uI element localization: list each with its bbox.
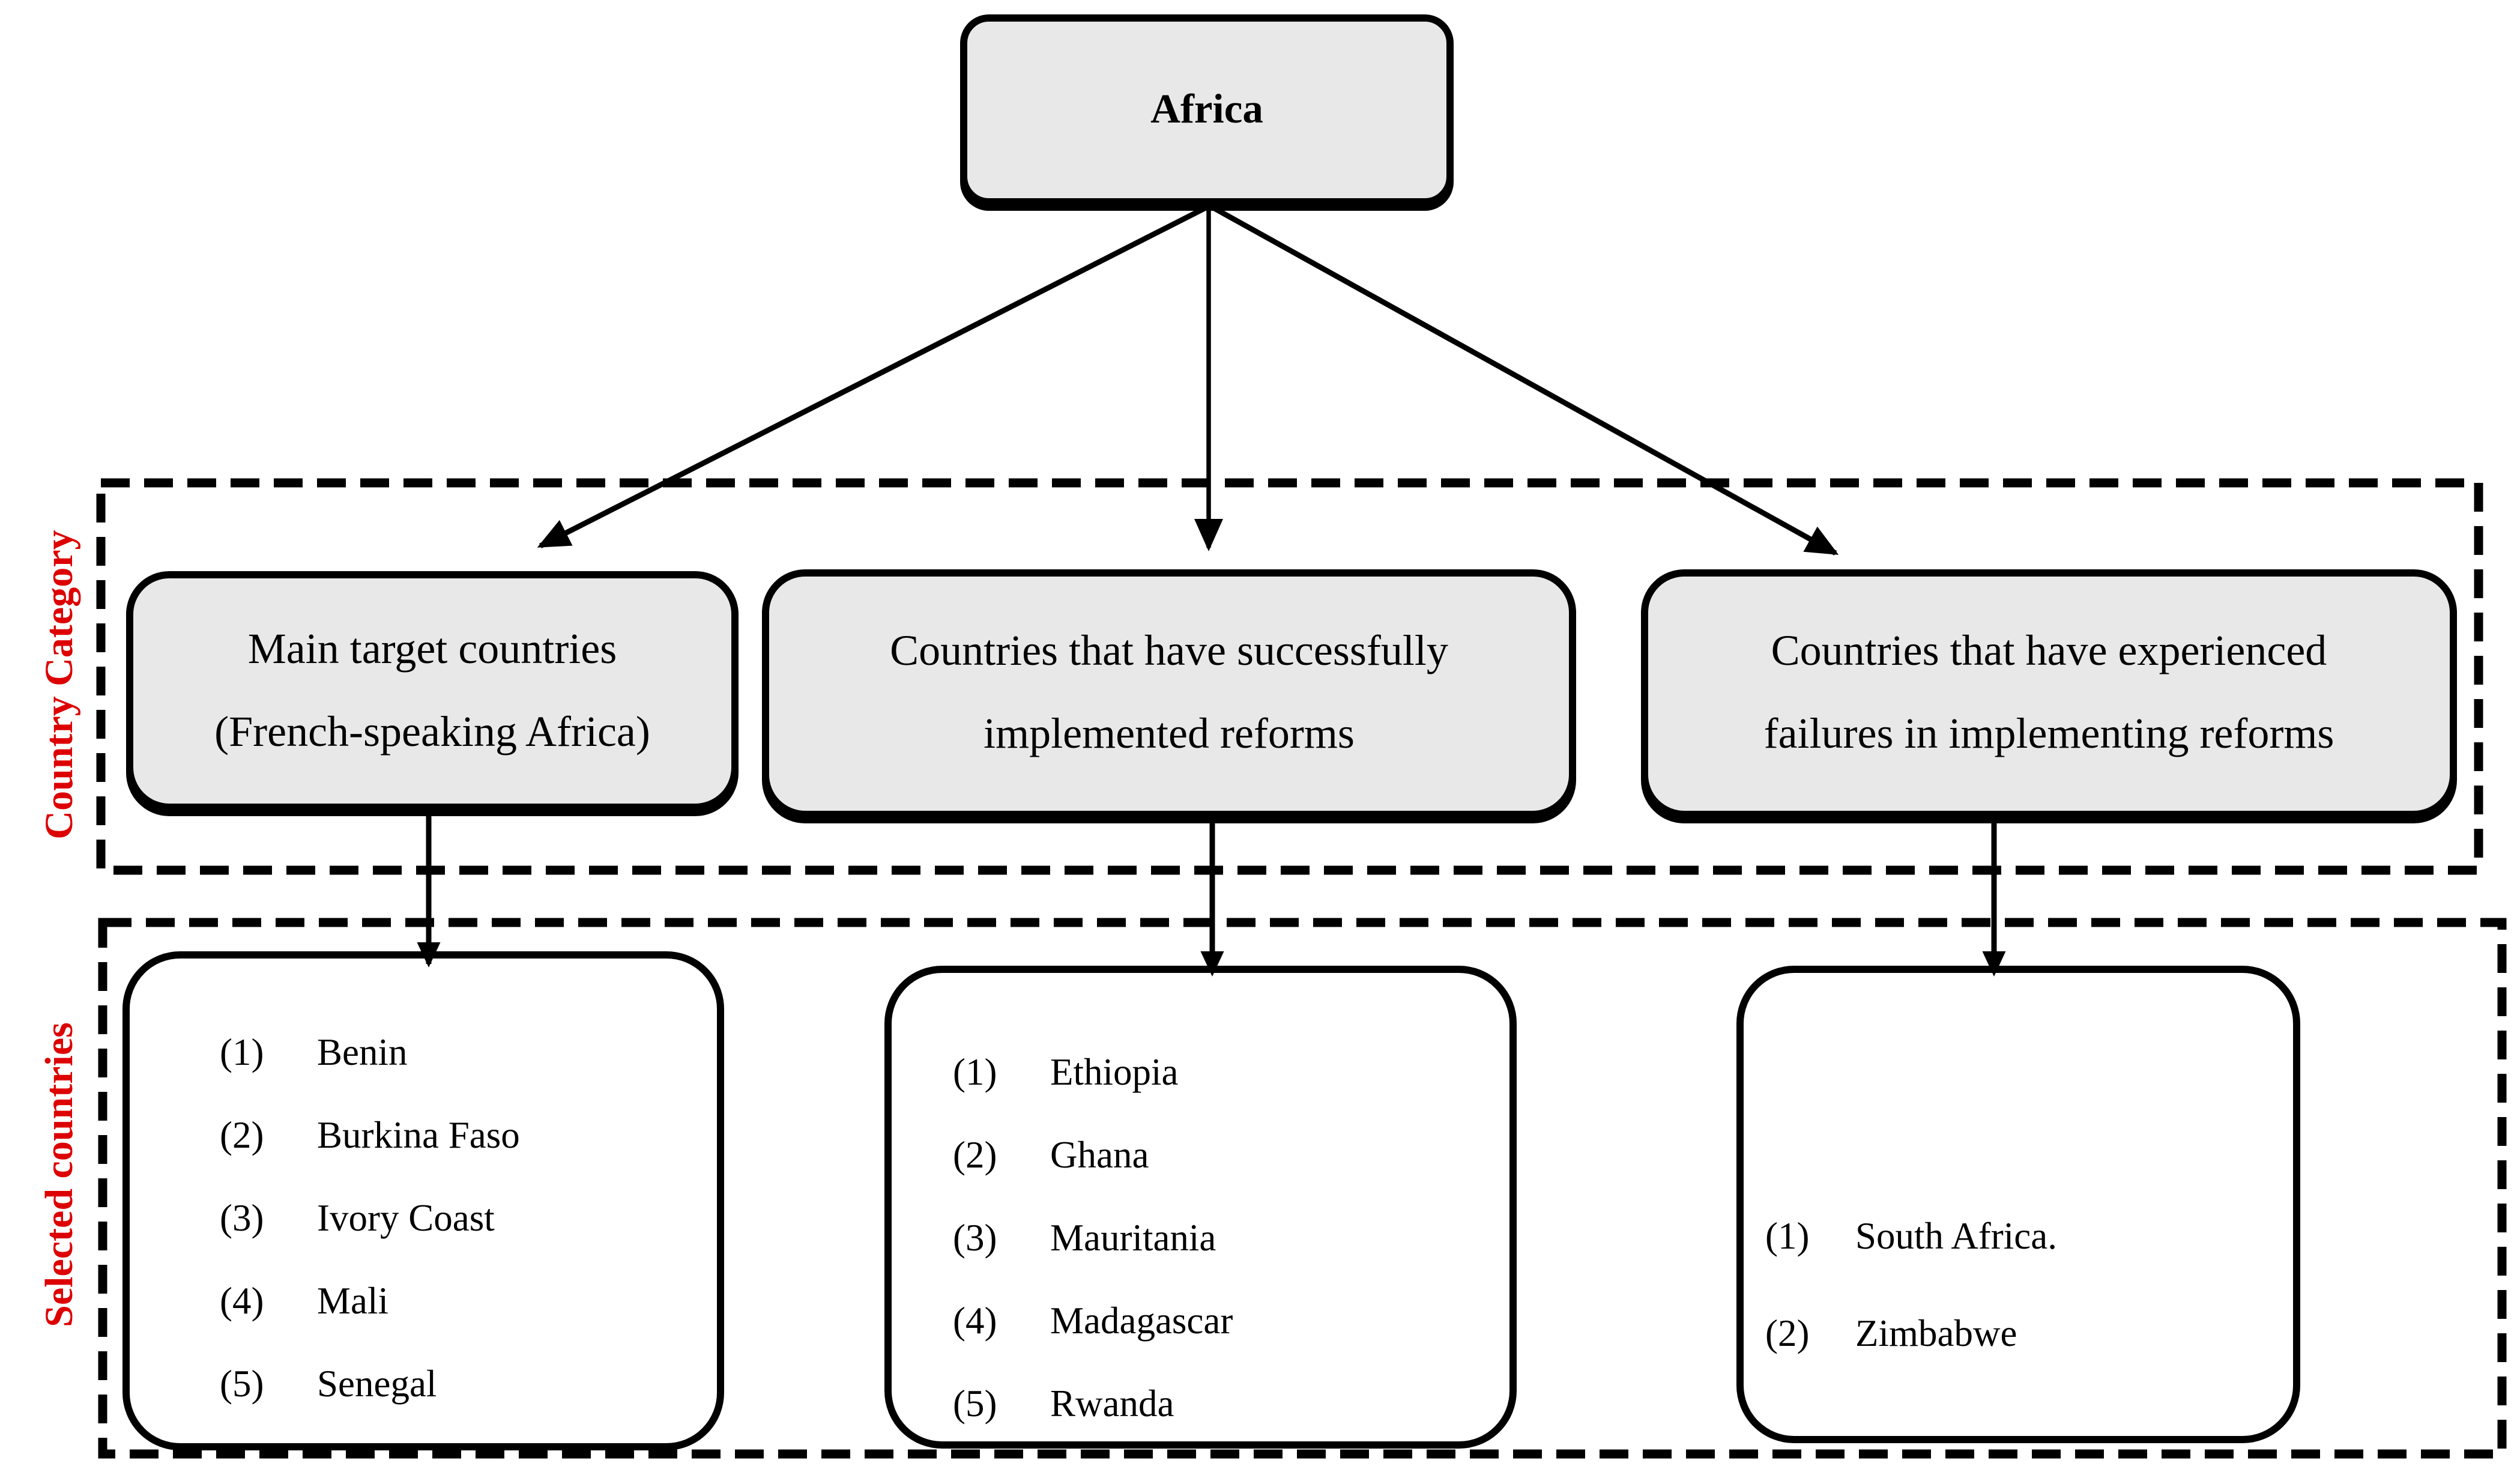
arrow-africa-to-failure <box>1210 205 1839 556</box>
list-item: (2) Zimbabwe <box>1765 1285 2293 1382</box>
item-number: (2) <box>953 1133 997 1177</box>
item-number: (2) <box>1765 1312 1810 1355</box>
category-node-failed-reforms: Countries that have experienced failures… <box>1641 569 2457 818</box>
item-name: South Africa. <box>1855 1214 2057 1258</box>
category-line1: Countries that have experienced <box>1771 629 2327 676</box>
list-item: (5) Senegal <box>220 1342 717 1425</box>
category-line2: implemented reforms <box>984 712 1355 759</box>
item-number: (3) <box>953 1216 997 1259</box>
item-name: Mauritania <box>1050 1216 1216 1259</box>
item-number: (1) <box>953 1050 997 1094</box>
list-item: (1) South Africa. <box>1765 1187 2293 1285</box>
item-number: (3) <box>220 1196 264 1240</box>
item-name: Senegal <box>317 1362 437 1405</box>
item-name: Ethiopia <box>1050 1050 1179 1094</box>
item-name: Madagascar <box>1050 1299 1233 1342</box>
list-item: (1) Benin <box>220 1011 717 1094</box>
arrow-africa-to-main <box>537 204 1209 549</box>
item-name: Rwanda <box>1050 1382 1174 1425</box>
category-line1: Main target countries <box>247 626 617 673</box>
category-node-main-target: Main target countries (French-speaking A… <box>126 571 739 811</box>
list-item: (3) Mauritania <box>953 1196 1509 1279</box>
item-number: (1) <box>220 1031 264 1074</box>
list-item: (4) Madagascar <box>953 1279 1509 1362</box>
item-number: (2) <box>220 1113 264 1157</box>
item-number: (5) <box>953 1382 997 1425</box>
item-number: (4) <box>220 1279 264 1322</box>
item-name: Ghana <box>1050 1133 1149 1177</box>
list-item: (5) Rwanda <box>953 1362 1509 1445</box>
list-item: (2) Burkina Faso <box>220 1094 717 1177</box>
list-node-successful-reforms: (1) Ethiopia (2) Ghana (3) Mauritania (4) Ma… <box>884 966 1517 1449</box>
category-node-successful-reforms: Countries that have successfully impleme… <box>762 569 1576 818</box>
category-line2: failures in implementing reforms <box>1763 712 2334 759</box>
list-item: (3) Ivory Coast <box>220 1177 717 1259</box>
list-item: (2) Ghana <box>953 1113 1509 1196</box>
category-line2: (French-speaking Africa) <box>214 709 650 756</box>
root-node-africa: Africa <box>960 14 1454 205</box>
item-number: (5) <box>220 1362 264 1405</box>
item-name: Burkina Faso <box>317 1113 520 1157</box>
item-name: Mali <box>317 1279 389 1322</box>
item-name: Ivory Coast <box>317 1196 495 1240</box>
list-node-failed-reforms: (1) South Africa. (2) Zimbabwe <box>1736 966 2300 1443</box>
band-label-country-category: Country Category <box>36 530 81 840</box>
item-number: (1) <box>1765 1214 1810 1258</box>
list-item: (1) Ethiopia <box>953 1031 1509 1113</box>
root-node-label: Africa <box>1150 86 1263 132</box>
list-item: (4) Mali <box>220 1259 717 1342</box>
item-number: (4) <box>953 1299 997 1342</box>
item-name: Benin <box>317 1031 408 1074</box>
item-name: Zimbabwe <box>1855 1312 2017 1355</box>
list-node-main-target: (1)Benin (2)Burkina Faso (3)Ivory Coast … <box>122 951 724 1450</box>
category-line1: Countries that have successfully <box>890 629 1448 676</box>
band-label-selected-countries: Selected countries <box>36 1022 81 1327</box>
